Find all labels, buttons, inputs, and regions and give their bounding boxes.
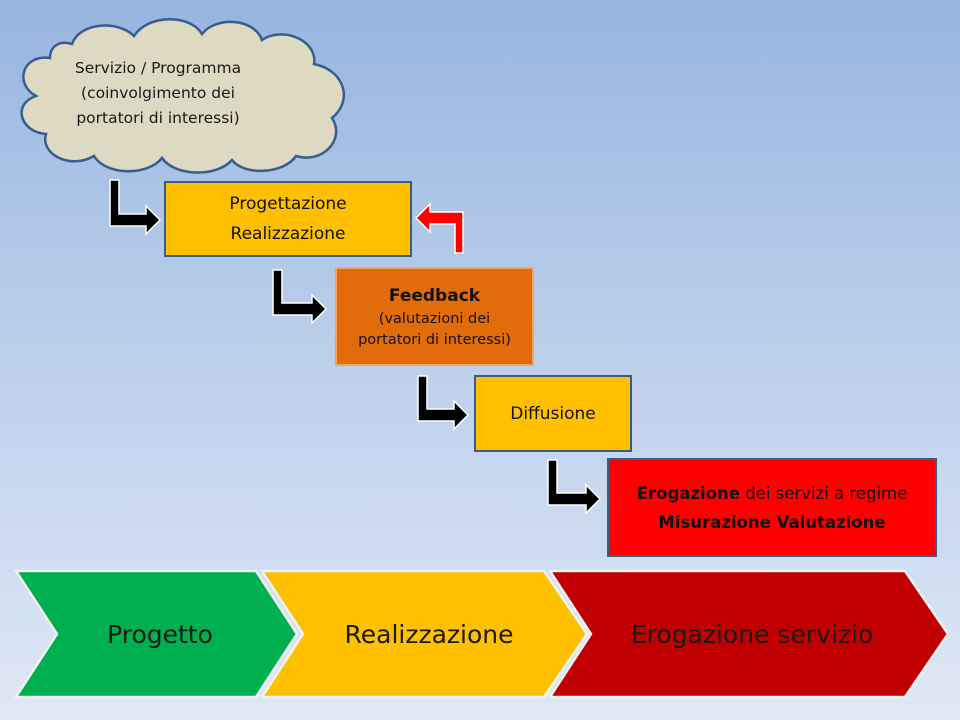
cloud-line-1: Servizio / Programma: [74, 59, 242, 77]
phase-chevron-realizzazione: [259, 569, 589, 699]
step-erogazione-line-2: Misurazione Valutazione: [658, 512, 886, 532]
cloud-text: Servizio / Programma (coinvolgimento dei…: [58, 56, 258, 131]
step-diffusione-box: Diffusione: [474, 375, 632, 452]
step-feedback-line-2: (valutazioni dei: [378, 310, 491, 327]
feedback-return-arrow-icon: [414, 202, 464, 254]
cloud-outline: [20, 18, 346, 174]
step-erogazione-bold-1: Erogazione: [636, 483, 740, 503]
bent-arrow-icon: [109, 179, 162, 236]
phase-label-progetto: Progetto: [107, 620, 213, 649]
step-erogazione-rest-1: dei servizi a regime: [739, 483, 908, 503]
step-progettazione-box: Progettazione Realizzazione: [164, 181, 412, 257]
phase-label-realizzazione: Realizzazione: [345, 620, 514, 649]
phase-label-erogazione: Erogazione servizio: [631, 620, 873, 649]
step-feedback-box: Feedback (valutazioni dei portatori di i…: [335, 267, 534, 366]
bent-arrow-icon: [547, 459, 602, 515]
bent-arrow-icon: [417, 375, 470, 431]
cloud-line-2: (coinvolgimento dei: [81, 84, 235, 102]
step-erogazione-line-1: Erogazione dei servizi a regime: [637, 479, 908, 508]
step-feedback-line-3: portatori di interessi): [358, 331, 511, 348]
step-feedback-title: Feedback: [388, 285, 481, 306]
cloud-shape: [20, 18, 346, 174]
bent-arrow-icon: [272, 269, 328, 325]
step-diffusione-label: Diffusione: [510, 403, 596, 424]
step-erogazione-box: Erogazione dei servizi a regime Misurazi…: [607, 458, 937, 557]
cloud-line-3: portatori di interessi): [76, 109, 240, 127]
phase-chevron-progetto: [13, 569, 299, 699]
phase-chevron-erogazione: [547, 569, 950, 699]
step-progettazione-line-2: Realizzazione: [230, 224, 346, 244]
step-progettazione-line-1: Progettazione: [229, 194, 347, 214]
